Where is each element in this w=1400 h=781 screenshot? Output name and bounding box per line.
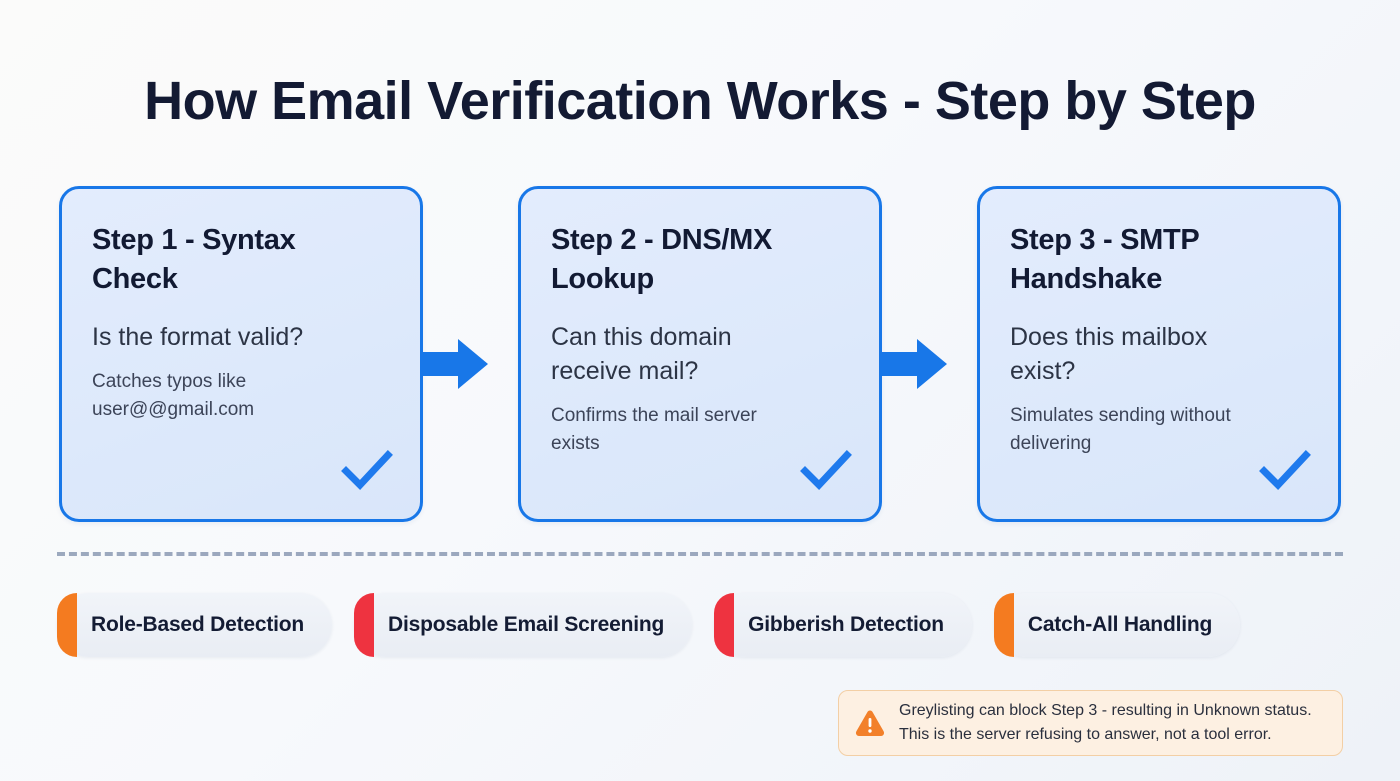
feature-pill-gibberish-detection[interactable]: Gibberish Detection <box>714 593 972 657</box>
step-card-1-question: Is the format valid? <box>92 323 304 352</box>
check-icon <box>341 450 393 491</box>
pill-accent-bar <box>993 593 1014 657</box>
pill-accent-bar <box>57 593 77 657</box>
steps-row: Step 1 - Syntax Check Is the format vali… <box>59 186 1341 522</box>
step-card-3: Step 3 - SMTP Handshake Does this mailbo… <box>977 186 1341 522</box>
feature-pill-disposable-email-screening[interactable]: Disposable Email Screening <box>354 593 693 657</box>
step-card-2: Step 2 - DNS/MX Lookup Can this domain r… <box>518 186 882 522</box>
feature-pill-label: Gibberish Detection <box>748 613 944 636</box>
feature-pill-catch-all-handling[interactable]: Catch-All Handling <box>993 593 1241 657</box>
feature-pill-label: Disposable Email Screening <box>388 613 665 636</box>
warning-triangle-icon <box>855 710 885 736</box>
check-icon <box>1259 450 1311 491</box>
step-card-3-detail: Simulates sending without delivering <box>1010 405 1231 454</box>
page-title: How Email Verification Works - Step by S… <box>144 71 1256 131</box>
greylisting-warning-note: Greylisting can block Step 3 - resulting… <box>838 690 1343 756</box>
pill-accent-bar <box>714 593 735 657</box>
warning-note-text: Greylisting can block Step 3 - resulting… <box>899 702 1312 743</box>
feature-pill-label: Catch-All Handling <box>1027 613 1213 636</box>
step-card-1: Step 1 - Syntax Check Is the format vali… <box>59 186 423 522</box>
feature-pill-role-based-detection[interactable]: Role-Based Detection <box>57 593 333 657</box>
pill-accent-bar <box>354 593 375 657</box>
section-divider <box>57 552 1343 556</box>
arrow-right-icon <box>420 339 488 389</box>
step-card-2-question: Can this domain receive mail? <box>551 323 732 386</box>
step-card-2-detail: Confirms the mail server exists <box>551 405 757 454</box>
arrow-right-icon <box>879 339 947 389</box>
step-card-3-heading: Step 3 - SMTP Handshake <box>1010 224 1200 295</box>
feature-pill-label: Role-Based Detection <box>91 613 305 636</box>
feature-pills-row: Role-Based Detection Disposable Email Sc… <box>57 593 1343 657</box>
step-card-2-heading: Step 2 - DNS/MX Lookup <box>551 224 773 295</box>
check-icon <box>800 450 852 491</box>
step-card-1-detail: Catches typos like user@@gmail.com <box>92 371 255 420</box>
step-card-1-heading: Step 1 - Syntax Check <box>92 224 296 295</box>
step-card-3-question: Does this mailbox exist? <box>1010 323 1208 386</box>
